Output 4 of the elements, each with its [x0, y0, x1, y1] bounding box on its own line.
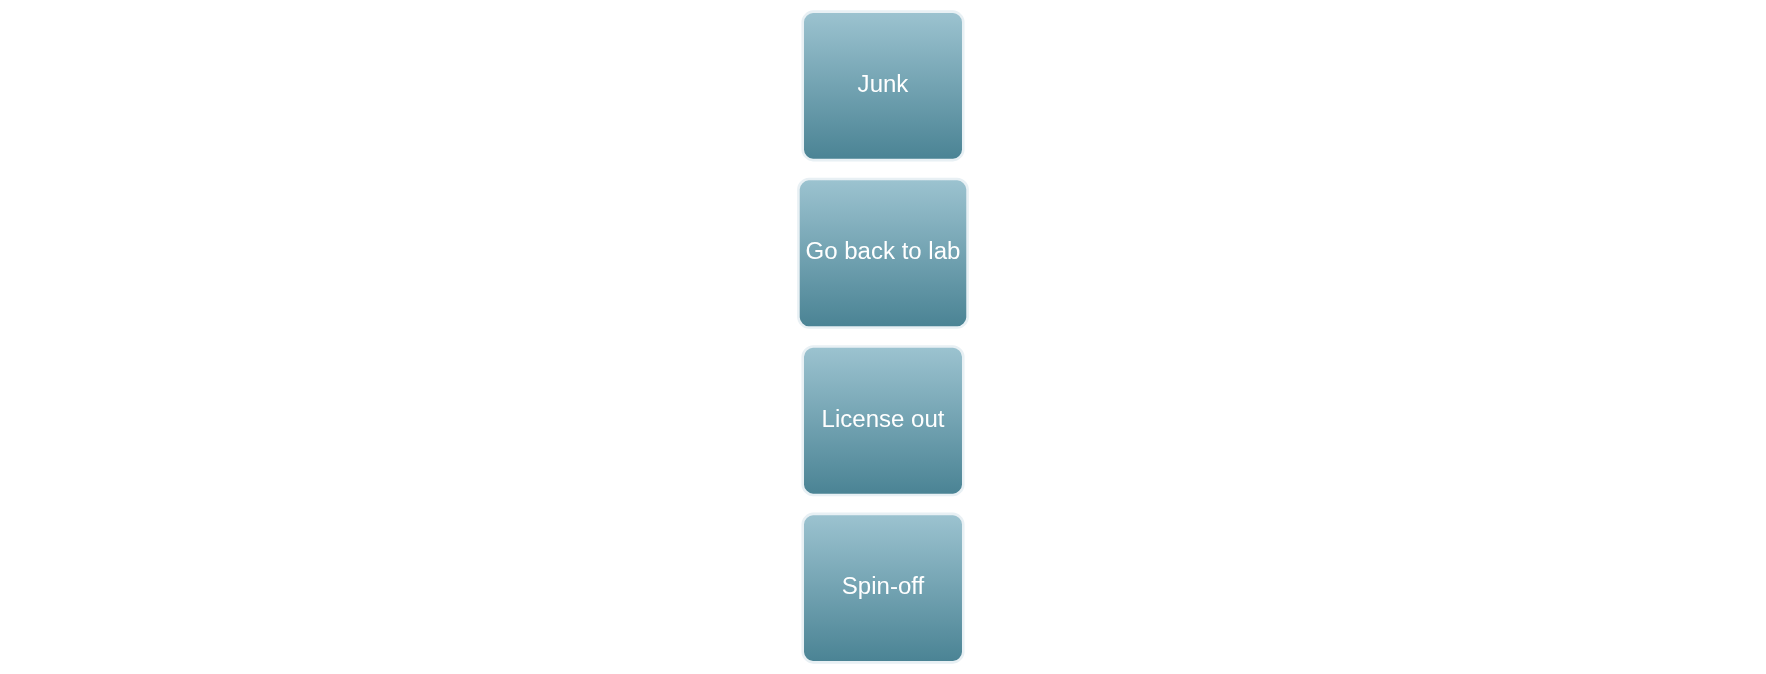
node-box: Spin-off — [801, 512, 965, 664]
node-box: License out — [801, 345, 965, 497]
node-box: Junk — [801, 10, 965, 162]
node-box: Go back to lab — [797, 177, 969, 329]
